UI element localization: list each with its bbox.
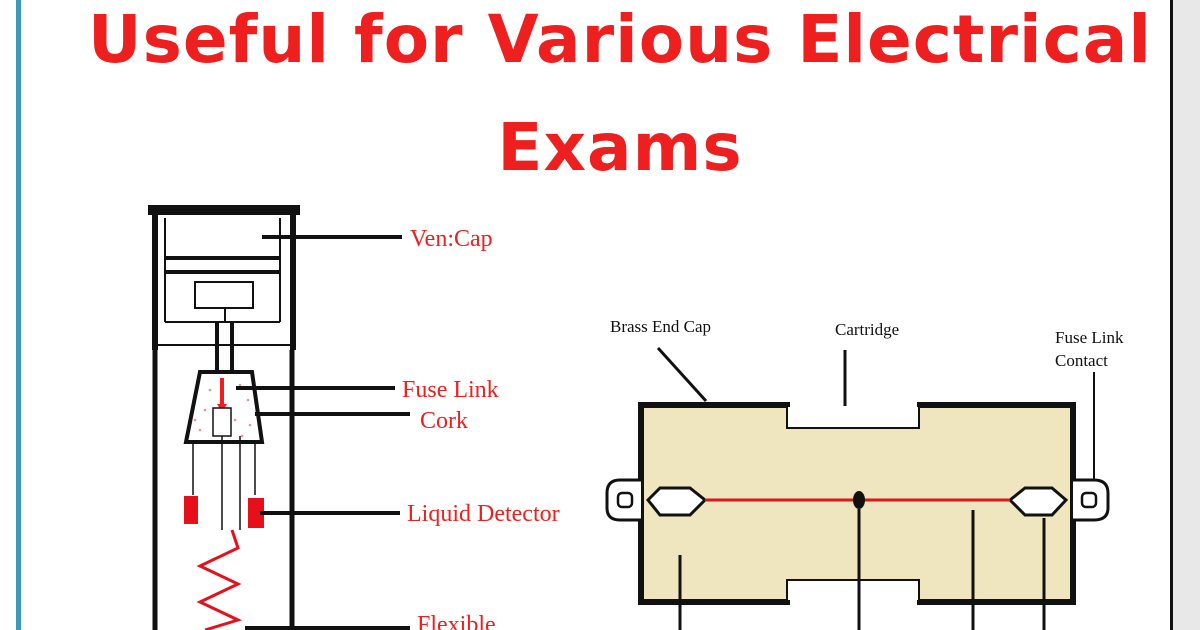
label-cork: Cork <box>420 408 468 434</box>
right-border <box>1170 0 1173 630</box>
title-line-2: Exams <box>497 109 743 186</box>
label-fuse-link-contact-line1: Fuse Link <box>1055 328 1124 347</box>
liquid-detector-right <box>248 498 264 528</box>
top-cap-plate <box>148 205 300 215</box>
accent-bar <box>16 0 21 630</box>
label-ven-cap: Ven:Cap <box>410 226 493 252</box>
cap-block <box>194 281 254 309</box>
liquid-detector-left <box>184 496 198 524</box>
label-brass-end-cap: Brass End Cap <box>610 317 711 336</box>
label-fuse-link: Fuse Link <box>402 377 499 403</box>
label-flexible: Flexible <box>417 612 496 630</box>
label-fuse-link-contact-line2: Contact <box>1055 351 1108 370</box>
fuse-blob <box>853 491 865 509</box>
top-slot <box>786 405 920 429</box>
title-line-1: Useful for Various Electrical <box>88 1 1152 78</box>
cartridge-fuse-diagram <box>605 346 1110 630</box>
label-liquid-detector: Liquid Detector <box>407 501 560 527</box>
right-shade <box>1173 0 1200 630</box>
bottom-slot <box>786 579 920 602</box>
liquid-fuse-diagram <box>148 205 410 630</box>
right-fuse-contact <box>1007 486 1069 517</box>
flexible-spring <box>196 529 243 630</box>
label-cartridge: Cartridge <box>835 320 899 339</box>
